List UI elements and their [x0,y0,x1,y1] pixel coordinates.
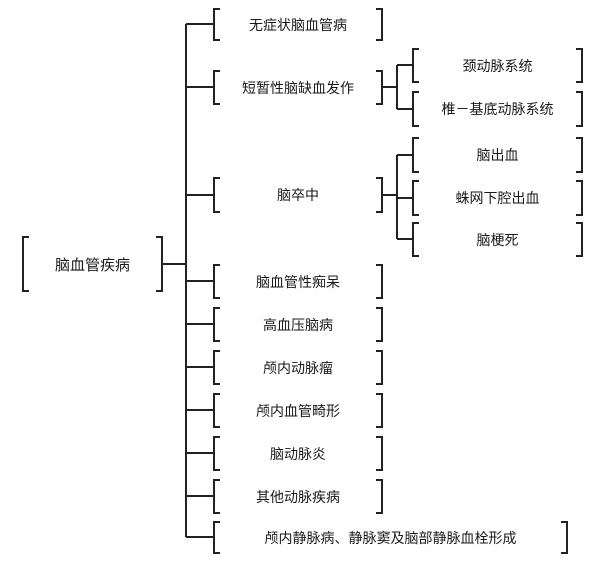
node-bracket-left [213,436,220,471]
root-label: 脑血管疾病 [54,255,130,274]
subnode-bracket-right [576,180,583,216]
subnode-bracket-left [412,48,419,83]
node-bracket-right [561,521,568,554]
subnode-bracket-right [576,222,583,257]
subnode-cerebral-hemorrhage: 脑出血 [476,148,519,164]
node-bracket-right [376,307,383,342]
root-bracket-right [156,236,163,292]
node-tia: 短暂性脑缺血发作 [242,80,354,97]
node-bracket-left [213,177,220,213]
subnode-subarachnoid-hemorrhage: 蛛网下腔出血 [455,191,540,207]
node-bracket-right [376,436,383,471]
subnode-carotid-system: 颈动脉系统 [462,58,533,75]
node-bracket-right [376,8,383,41]
node-bracket-left [213,350,220,385]
subnode-bracket-left [412,180,419,216]
subnode-bracket-right [576,137,583,173]
node-intracranial-venous-disease: 颅内静脉病、静脉窦及脑部静脉血栓形成 [264,530,517,547]
subnode-bracket-right [576,48,583,83]
subnode-bracket-left [412,222,419,257]
subnode-vertebrobasilar-system: 椎－基底动脉系统 [441,102,554,118]
node-cerebral-arteritis: 脑动脉炎 [270,446,326,463]
subnode-bracket-left [412,91,419,127]
node-stroke: 脑卒中 [277,188,319,204]
node-bracket-right [376,393,383,428]
node-bracket-left [213,479,220,514]
subnode-bracket-right [576,91,583,127]
node-hypertensive-encephalopathy: 高血压脑病 [263,317,333,334]
node-bracket-left [213,393,220,428]
node-bracket-left [213,70,220,105]
root-bracket-left [22,236,29,292]
subnode-cerebral-infarction: 脑梗死 [476,232,519,249]
node-bracket-left [213,307,220,342]
node-other-arterial-disease: 其他动脉疾病 [256,489,340,506]
node-vascular-malformation: 颅内血管畸形 [256,403,340,420]
node-bracket-right [376,264,383,299]
node-asymptomatic-cvd: 无症状脑血管病 [249,17,347,34]
subnode-bracket-left [412,137,419,173]
node-bracket-right [376,70,383,105]
node-bracket-right [376,350,383,385]
node-bracket-right [376,177,383,213]
node-bracket-left [213,264,220,299]
node-bracket-left [213,8,220,41]
node-intracranial-aneurysm: 颅内动脉瘤 [263,360,333,377]
node-vascular-dementia: 脑血管性痴呆 [256,274,340,291]
node-bracket-left [213,521,220,554]
node-bracket-right [376,479,383,514]
